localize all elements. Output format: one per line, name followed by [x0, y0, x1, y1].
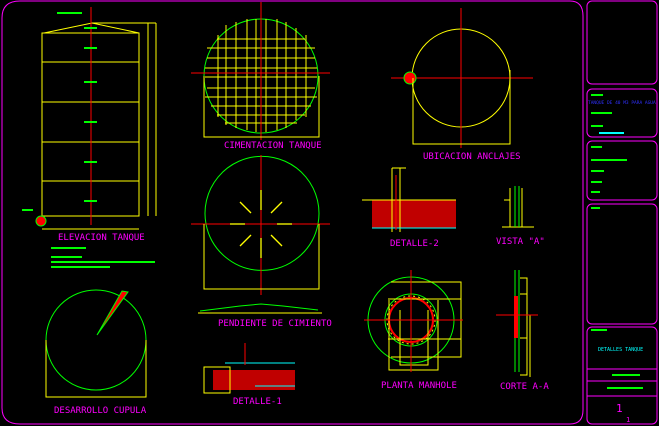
view-cimentacion-tanque: CIMENTACION TANQUE — [191, 2, 330, 151]
title-vista-a: VISTA "A" — [496, 237, 545, 247]
project-name: TANQUE DE 40 M3 PARA AGUA — [588, 100, 656, 106]
title-corte-a-a: CORTE A-A — [500, 382, 549, 392]
title-detalle-2: DETALLE-2 — [390, 239, 439, 249]
title-desarrollo: DESARROLLO CUPULA — [54, 406, 147, 416]
title-cimentacion: CIMENTACION TANQUE — [224, 141, 322, 151]
view-elevacion-tanque: ELEVACION TANQUE — [22, 7, 157, 268]
view-detalle-1: DETALLE-1 — [203, 343, 295, 407]
view-detalle-2: DETALLE-2 — [362, 167, 456, 249]
title-block: TANQUE DE 40 M3 PARA AGUA DETALLES TANQU… — [586, 0, 658, 425]
view-vista-a: VISTA "A" — [496, 186, 545, 247]
sheet-number: 1 — [616, 402, 623, 415]
title-elevacion: ELEVACION TANQUE — [58, 233, 145, 243]
sheet-total: 1 — [626, 416, 630, 424]
title-planta-manhole: PLANTA MANHOLE — [381, 381, 457, 391]
view-planta-manhole: PLANTA MANHOLE — [364, 270, 463, 391]
title-detalle-1: DETALLE-1 — [233, 397, 282, 407]
view-corte-a-a: CORTE A-A — [496, 270, 549, 392]
content-title: DETALLES TANQUE — [598, 347, 643, 353]
title-pendiente: PENDIENTE DE CIMIENTO — [218, 319, 332, 329]
view-ubicacion-anclajes: UBICACION ANCLAJES — [391, 8, 533, 162]
title-ubicacion: UBICACION ANCLAJES — [423, 152, 521, 162]
view-pendiente-cimiento: PENDIENTE DE CIMIENTO — [191, 155, 332, 329]
view-desarrollo-cupula: DESARROLLO CUPULA — [45, 289, 147, 416]
drawing-frame — [1, 0, 584, 425]
